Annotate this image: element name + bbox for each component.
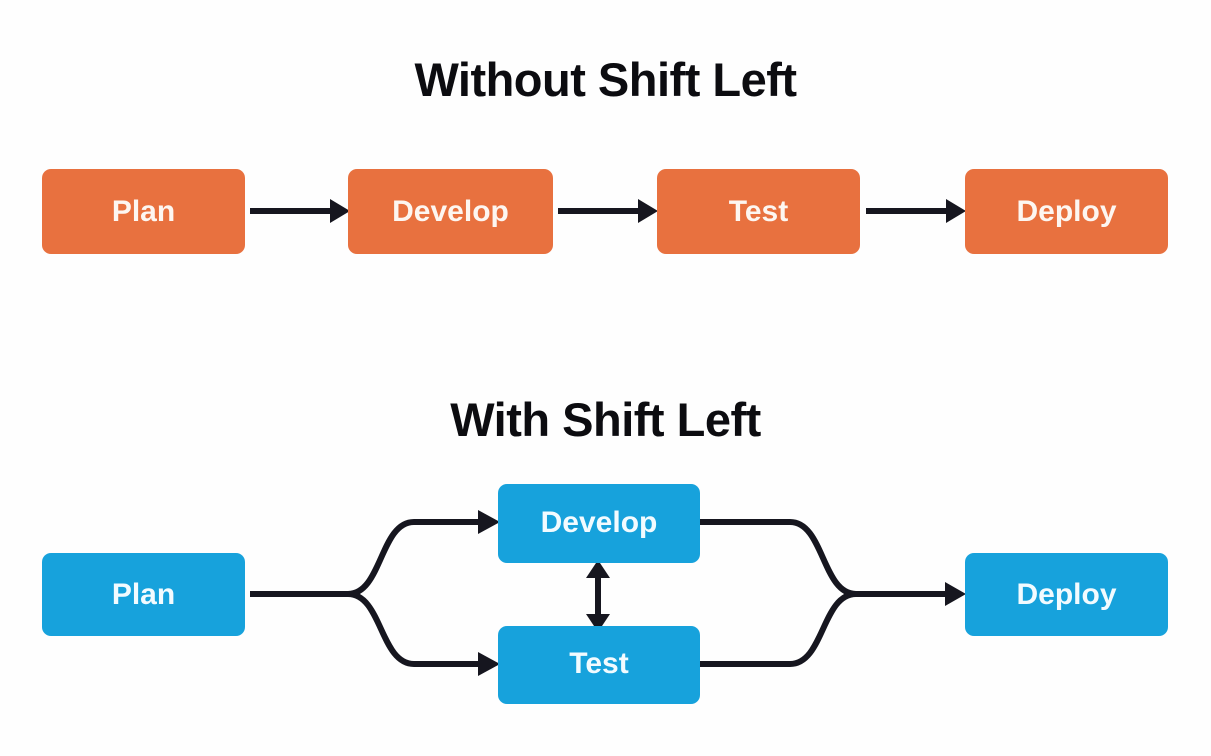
connector-plan-to-test-bottom xyxy=(347,591,500,676)
node-plan-with-label: Plan xyxy=(112,578,175,611)
connector-develop-test-bidirectional xyxy=(586,560,610,632)
with-shift-left-title: With Shift Left xyxy=(450,393,761,446)
node-deploy-with-label: Deploy xyxy=(1016,578,1116,611)
connector-merge-to-deploy-bottom xyxy=(852,582,966,606)
node-develop-without[interactable]: Develop xyxy=(348,169,553,254)
without-shift-left-title: Without Shift Left xyxy=(414,53,797,106)
node-test-with-label: Test xyxy=(569,647,628,680)
node-plan-without-label: Plan xyxy=(112,195,175,228)
node-test-with[interactable]: Test xyxy=(498,626,700,704)
node-develop-with-label: Develop xyxy=(541,506,658,539)
connector-develop-to-merge-bottom xyxy=(700,519,857,597)
node-plan-with[interactable]: Plan xyxy=(42,553,245,636)
node-deploy-with[interactable]: Deploy xyxy=(965,553,1168,636)
node-test-without[interactable]: Test xyxy=(657,169,860,254)
node-develop-with[interactable]: Develop xyxy=(498,484,700,563)
connector-develop-to-test-top xyxy=(558,199,658,223)
node-plan-without[interactable]: Plan xyxy=(42,169,245,254)
node-develop-without-label: Develop xyxy=(392,195,509,228)
node-test-without-label: Test xyxy=(729,195,788,228)
node-deploy-without-label: Deploy xyxy=(1016,195,1116,228)
connector-test-to-merge-bottom xyxy=(700,591,857,667)
connector-test-to-deploy-top xyxy=(866,199,966,223)
node-deploy-without[interactable]: Deploy xyxy=(965,169,1168,254)
connector-plan-to-develop-top xyxy=(250,199,350,223)
connector-plan-to-develop-bottom xyxy=(347,510,500,597)
